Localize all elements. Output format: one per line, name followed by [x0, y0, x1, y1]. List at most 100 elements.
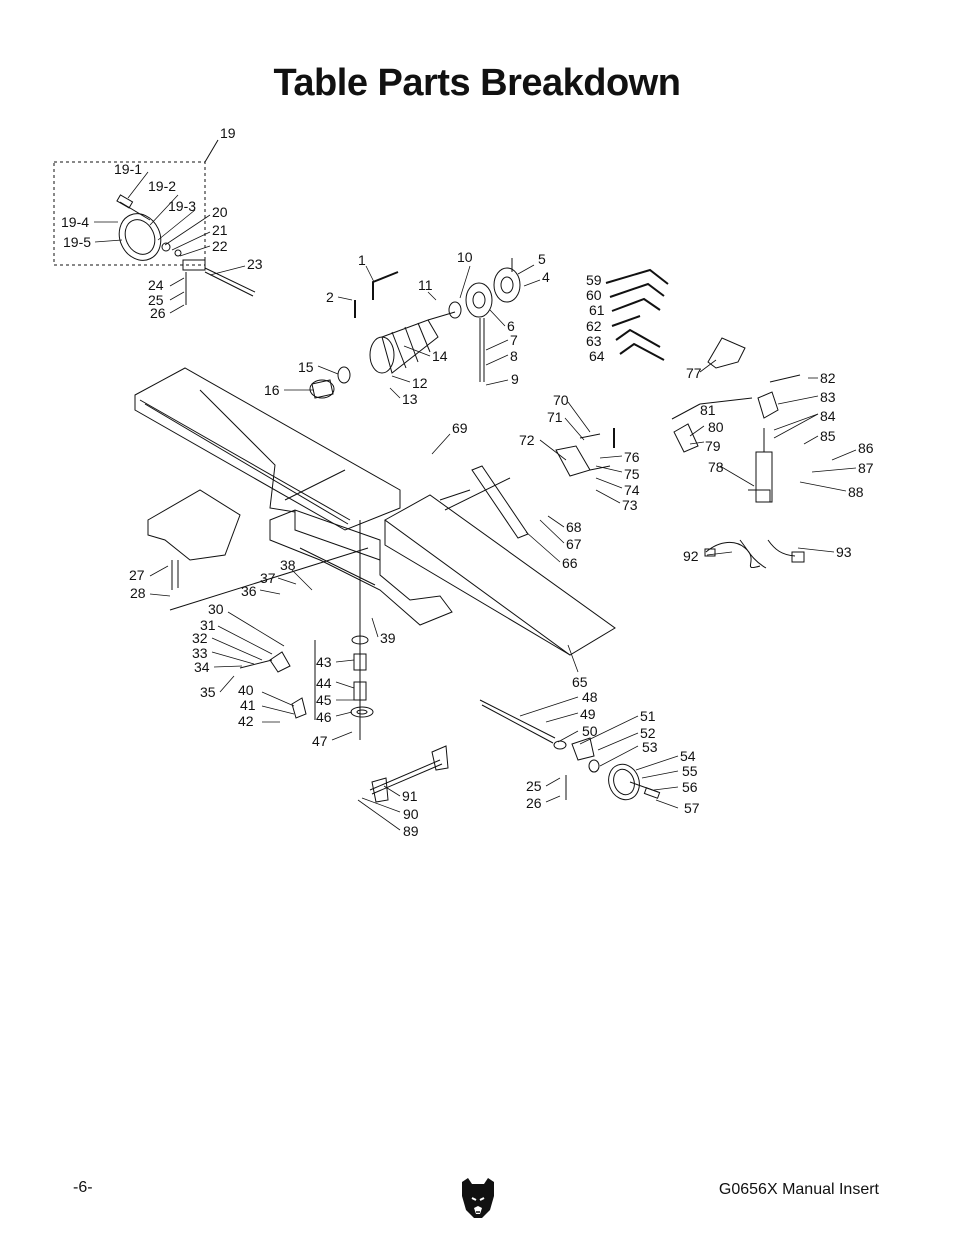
callout: 26: [150, 305, 166, 321]
callout: 8: [510, 348, 518, 364]
page-number: -6-: [73, 1179, 93, 1196]
fence-bar-66: [471, 465, 529, 539]
callout: 15: [298, 359, 314, 375]
callout: 69: [452, 420, 468, 436]
callout: 11: [418, 277, 433, 293]
callout: 9: [511, 371, 519, 387]
callout: 92: [683, 548, 699, 564]
callout: 32: [192, 630, 208, 646]
callout: 37: [260, 570, 276, 586]
handwheel-assembly-top: [116, 194, 256, 305]
callout: 78: [708, 459, 724, 475]
callout: 2: [326, 289, 334, 305]
lock-shaft: [369, 745, 449, 803]
grizzly-bear-head-icon: [462, 1178, 494, 1218]
callout: 52: [640, 725, 656, 741]
callout: 36: [241, 583, 257, 599]
callout: 19-2: [148, 178, 176, 194]
callout: 49: [580, 706, 596, 722]
callout: 46: [316, 709, 332, 725]
callout: 44: [316, 675, 332, 691]
callout: 27: [129, 567, 145, 583]
callout: 82: [820, 370, 836, 386]
callout: 72: [519, 432, 535, 448]
callout: 19-5: [63, 234, 91, 250]
wrench-set: [605, 268, 669, 361]
callout: 19-4: [61, 214, 89, 230]
callout: 40: [238, 682, 254, 698]
callout: 21: [212, 222, 228, 238]
callout: 10: [457, 249, 473, 265]
callout: 51: [640, 708, 656, 724]
leader-lines: [94, 171, 857, 831]
callout: 79: [705, 438, 721, 454]
callout: 5: [538, 251, 546, 267]
callout: 30: [208, 601, 224, 617]
callout: 41: [240, 697, 256, 713]
callout: 4: [542, 269, 550, 285]
callout: 85: [820, 428, 836, 444]
callout: 42: [238, 713, 254, 729]
callout: 60: [586, 287, 602, 303]
callout: 89: [403, 823, 419, 839]
callout: 19-3: [168, 198, 196, 214]
callout: 83: [820, 389, 836, 405]
callout: 77: [686, 365, 702, 381]
callout: 26: [526, 795, 542, 811]
callout: 61: [589, 302, 605, 318]
page-title: Table Parts Breakdown: [273, 62, 681, 104]
height-adjust-shaft: [479, 699, 600, 800]
callout: 67: [566, 536, 582, 552]
callout: 64: [589, 348, 605, 364]
callout: 88: [848, 484, 864, 500]
callout: 74: [624, 482, 640, 498]
callout: 86: [858, 440, 874, 456]
callout: 47: [312, 733, 328, 749]
callout: 19: [220, 125, 236, 141]
callout: 48: [582, 689, 598, 705]
callout: 59: [586, 272, 602, 288]
callout: 19-1: [114, 161, 142, 177]
callout: 25: [526, 778, 542, 794]
switch-box: [757, 391, 779, 419]
infeed-table: [134, 367, 401, 531]
callout: 73: [622, 497, 638, 513]
callout: 13: [402, 391, 418, 407]
callout: 57: [684, 800, 700, 816]
callout: 80: [708, 419, 724, 435]
handwheel-assembly-bottom: [608, 763, 661, 801]
callout: 7: [510, 332, 518, 348]
callout: 16: [264, 382, 280, 398]
callout-labels: 19 19-1 19-2 19-3 19-4 19-5 20 21 22 23 …: [61, 125, 874, 839]
fence-plate-27: [147, 489, 241, 561]
callout: 50: [582, 723, 598, 739]
cutterhead: [309, 301, 462, 399]
outfeed-table: [384, 477, 616, 656]
callout: 39: [380, 630, 396, 646]
callout: 34: [194, 659, 210, 675]
callout: 23: [247, 256, 263, 272]
callout: 43: [316, 654, 332, 670]
power-cords: [704, 539, 805, 569]
callout: 56: [682, 779, 698, 795]
callout: 24: [148, 277, 164, 293]
callout: 20: [212, 204, 228, 220]
callout: 63: [586, 333, 602, 349]
blade-guard-77: [707, 337, 746, 369]
pulleys: [465, 258, 521, 382]
callout: 31: [200, 617, 216, 633]
callout: 76: [624, 449, 640, 465]
callout: 33: [192, 645, 208, 661]
callout: 55: [682, 763, 698, 779]
hex-key-1: [372, 271, 399, 300]
callout: 75: [624, 466, 640, 482]
callout: 22: [212, 238, 228, 254]
callout: 65: [572, 674, 588, 690]
jointer-base: [269, 509, 453, 626]
callout: 12: [412, 375, 428, 391]
callout: 68: [566, 519, 582, 535]
callout: 35: [200, 684, 216, 700]
fence-bracket-72: [555, 445, 591, 477]
callout: 71: [547, 409, 563, 425]
